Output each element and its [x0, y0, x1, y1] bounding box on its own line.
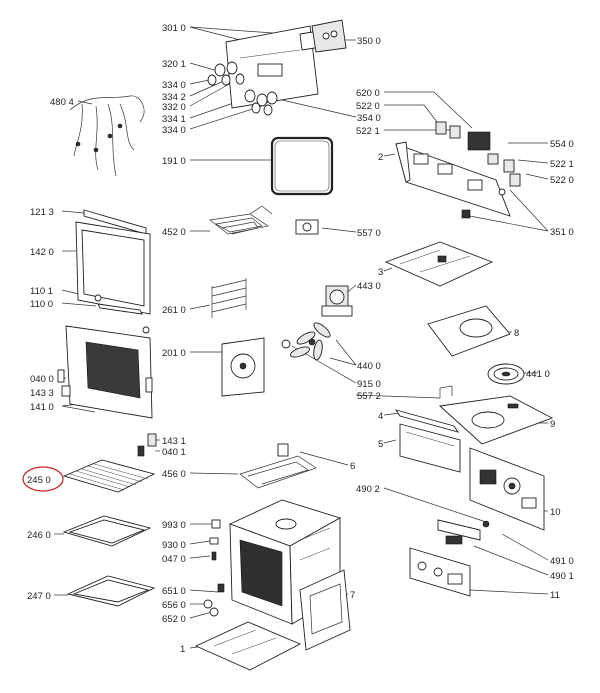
label-143-1[interactable]: 143 1 [162, 436, 186, 447]
label-441-0[interactable]: 441 0 [526, 369, 550, 380]
small-fittings-part [209, 519, 221, 561]
label-350-0[interactable]: 350 0 [357, 36, 381, 47]
label-247-0[interactable]: 247 0 [27, 591, 51, 602]
fan-blade-part [281, 322, 331, 361]
highlight-circle [22, 466, 64, 492]
label-110-1[interactable]: 110 1 [30, 286, 53, 297]
label-490-2[interactable]: 490 2 [356, 484, 380, 495]
label-652-0[interactable]: 652 0 [162, 614, 186, 625]
electronics-board-part [395, 141, 511, 219]
front-control-panel-part [469, 447, 545, 531]
label-334-0[interactable]: 334 0 [162, 80, 186, 91]
relay-parts [435, 121, 521, 187]
label-040-1[interactable]: 040 1 [162, 447, 186, 458]
rear-panel-part [438, 395, 554, 445]
inner-door-part [57, 325, 153, 419]
heating-element-part [209, 205, 273, 235]
bracket-part [439, 385, 453, 398]
wiring-harness-part [69, 95, 145, 177]
label-245-0[interactable]: 245 0 [27, 475, 51, 486]
wire-shelf-part [62, 459, 156, 493]
label-201-0[interactable]: 201 0 [162, 348, 186, 359]
label-490-1[interactable]: 490 1 [550, 571, 574, 582]
label-557-2[interactable]: 557 2 [357, 391, 381, 402]
label-141-0[interactable]: 141 0 [30, 402, 54, 413]
label-261-0[interactable]: 261 0 [162, 305, 186, 316]
label-440-0[interactable]: 440 0 [357, 361, 381, 372]
label-047-0[interactable]: 047 0 [162, 554, 186, 565]
label-351-0[interactable]: 351 0 [550, 227, 574, 238]
label-8[interactable]: 8 [514, 328, 519, 339]
top-cover-part [384, 241, 494, 287]
label-480-4[interactable]: 480 4 [50, 97, 74, 108]
label-7[interactable]: 7 [350, 590, 355, 601]
label-121-3[interactable]: 121 3 [30, 207, 54, 218]
label-993-0[interactable]: 993 0 [162, 520, 186, 531]
fan-cover-plate-part [427, 305, 511, 357]
lamp-part [295, 219, 319, 235]
label-142-0[interactable]: 142 0 [30, 247, 54, 258]
bottom-plate-part [194, 621, 302, 671]
rear-fan-cover-part [221, 337, 265, 397]
label-301-0[interactable]: 301 0 [162, 23, 186, 34]
side-rack-part [211, 278, 247, 318]
side-rail-part [394, 409, 461, 473]
label-040-0[interactable]: 040 0 [30, 374, 54, 385]
label-491-0[interactable]: 491 0 [550, 556, 574, 567]
label-334-2[interactable]: 334 2 [162, 92, 186, 103]
label-10[interactable]: 10 [550, 507, 561, 518]
display-module-part [311, 19, 347, 53]
part-labels: 301 0 350 0 320 1 334 0 334 2 332 0 334 … [27, 23, 574, 655]
label-620-0[interactable]: 620 0 [356, 88, 380, 99]
label-656-0[interactable]: 656 0 [162, 600, 186, 611]
label-915-0[interactable]: 915 0 [357, 379, 381, 390]
label-443-0[interactable]: 443 0 [357, 281, 381, 292]
label-3[interactable]: 3 [378, 267, 383, 278]
label-5[interactable]: 5 [378, 439, 383, 450]
label-930-0[interactable]: 930 0 [162, 540, 186, 551]
label-191-0[interactable]: 191 0 [162, 156, 186, 167]
label-334-1[interactable]: 334 1 [162, 114, 186, 125]
label-110-0[interactable]: 110 0 [30, 299, 53, 310]
label-651-0[interactable]: 651 0 [162, 586, 186, 597]
label-554-0[interactable]: 554 0 [550, 139, 574, 150]
knob-spindle-part [203, 583, 225, 617]
label-456-0[interactable]: 456 0 [162, 469, 186, 480]
front-panel-part [409, 547, 471, 597]
label-334-0b[interactable]: 334 0 [162, 125, 186, 136]
label-9[interactable]: 9 [550, 419, 555, 430]
label-522-0b[interactable]: 522 0 [550, 175, 574, 186]
door-clips-part [94, 294, 143, 315]
label-354-0[interactable]: 354 0 [357, 113, 381, 124]
ring-element-part [487, 363, 525, 385]
label-6[interactable]: 6 [350, 461, 355, 472]
deep-tray-part [66, 575, 156, 607]
label-452-0[interactable]: 452 0 [162, 227, 186, 238]
baking-tray-part [62, 515, 152, 547]
label-246-0[interactable]: 246 0 [27, 530, 51, 541]
side-panel-part [299, 569, 351, 651]
electronic-module-part [437, 519, 490, 545]
knobs-part [207, 61, 278, 116]
label-143-3[interactable]: 143 3 [30, 388, 54, 399]
label-522-1b[interactable]: 522 1 [550, 159, 574, 170]
door-gasket-part [270, 136, 334, 196]
label-320-1[interactable]: 320 1 [162, 59, 186, 70]
label-522-0[interactable]: 522 0 [356, 101, 380, 112]
label-557-0[interactable]: 557 0 [357, 228, 381, 239]
label-332-0[interactable]: 332 0 [162, 102, 186, 113]
label-4[interactable]: 4 [378, 411, 383, 422]
label-1[interactable]: 1 [180, 644, 185, 655]
label-522-1[interactable]: 522 1 [356, 126, 380, 137]
label-11[interactable]: 11 [550, 590, 560, 601]
label-2[interactable]: 2 [378, 152, 383, 163]
hinge-part [137, 433, 157, 457]
fan-motor-part [321, 285, 353, 317]
lower-heating-element-part [239, 443, 317, 489]
outer-door-glass-part [75, 209, 151, 315]
leader-lines [54, 26, 549, 649]
